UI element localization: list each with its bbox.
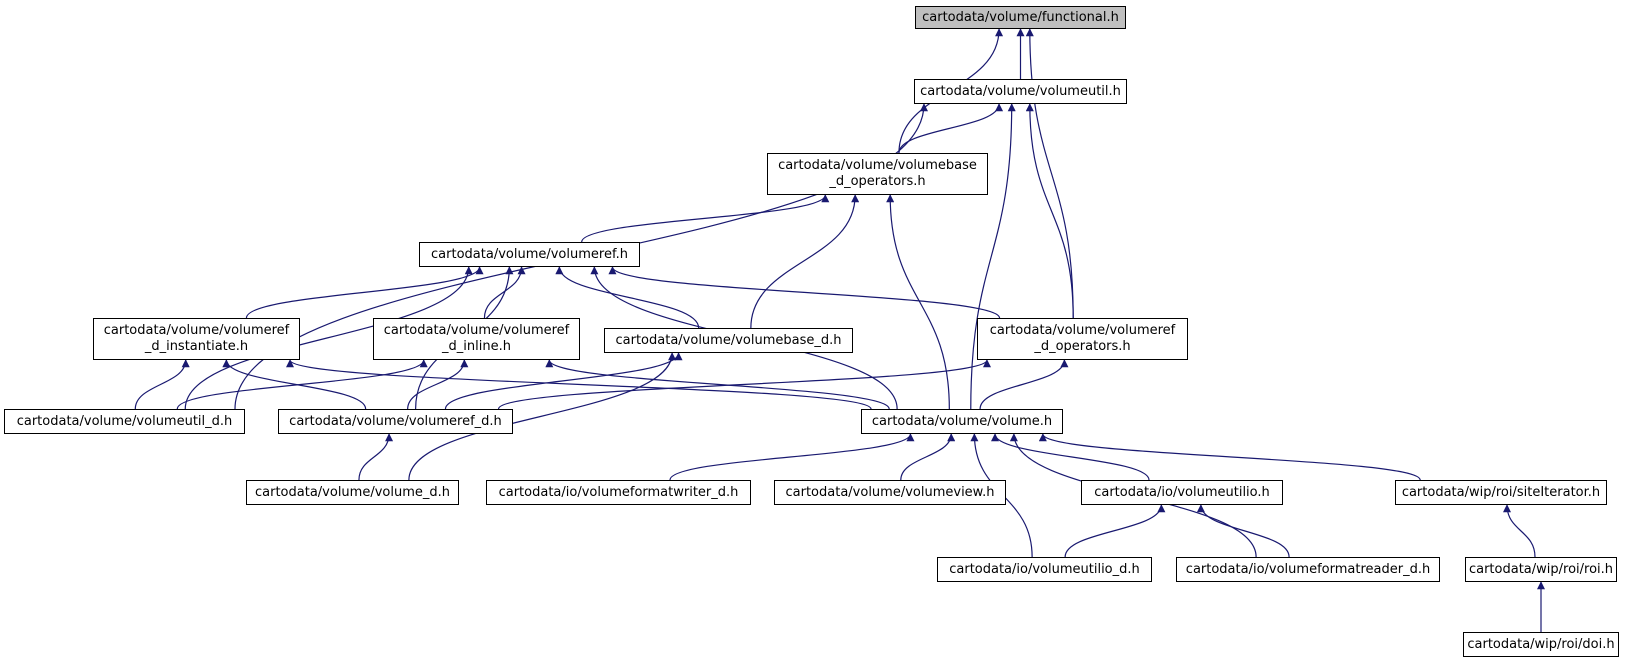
node-volumeref[interactable]: cartodata/volume/volumeref.h [419,242,640,267]
node-label-line: cartodata/io/volumeformatwriter_d.h [498,484,739,500]
edge-volume-d-to-vb-d [408,352,677,481]
edge-volume-to-vb-ops [886,194,950,410]
node-vr-d[interactable]: cartodata/volume/volumeref_d.h [278,409,513,434]
node-label-line: cartodata/io/volumeutilio.h [1094,484,1270,500]
edge-vu-d-to-vr-inline [176,359,428,410]
node-vb-ops[interactable]: cartodata/volume/volumebase_d_operators.… [767,153,988,195]
node-vuio-d[interactable]: cartodata/io/volumeutilio_d.h [937,557,1152,582]
node-label-line: cartodata/volume/volumebase [778,158,977,173]
edge-volume-to-vr-inline [545,359,890,410]
node-label-line: _d_instantiate.h [144,339,249,354]
node-label-line: cartodata/volume/volumeutil_d.h [16,413,233,429]
node-siteiter[interactable]: cartodata/wip/roi/siteIterator.h [1395,480,1607,505]
edge-roi-to-siteiter [1503,504,1536,558]
edge-volume-d-to-vr-d [358,433,394,481]
edge-volumeref-to-vb-ops [581,194,830,243]
node-label-line: cartodata/volume/functional.h [922,9,1119,25]
node-label-line: cartodata/volume/volumeref_d.h [289,413,502,429]
edge-vb-d-to-vb-ops [750,194,860,329]
node-functional[interactable]: cartodata/volume/functional.h [915,6,1126,29]
node-roi[interactable]: cartodata/wip/roi/roi.h [1465,557,1617,582]
node-label-line: cartodata/volume/volumeutil.h [920,83,1121,99]
node-vb-d[interactable]: cartodata/volume/volumebase_d.h [604,328,853,353]
node-volume-d[interactable]: cartodata/volume/volume_d.h [246,480,459,505]
node-label-line: _d_operators.h [1034,339,1131,354]
edge-vr-ops-to-volumeref [608,266,1001,319]
edge-volume-to-volumeutil [970,103,1016,410]
node-label-line: cartodata/volume/volume_d.h [255,484,450,500]
node-volumeutilio[interactable]: cartodata/io/volumeutilio.h [1081,480,1283,505]
node-label-line: _d_inline.h [442,339,511,354]
edge-vfw-d-to-volume [669,433,915,481]
node-label-line: cartodata/io/volumeformatreader_d.h [1185,561,1431,577]
edge-vr-d-to-vb-d [444,352,683,410]
edge-volume-to-vr-inst [286,359,872,410]
node-vu-d[interactable]: cartodata/volume/volumeutil_d.h [4,409,245,434]
edge-vu-d-to-volumeref [184,266,473,410]
edge-vr-ops-to-volumeutil [1025,103,1074,319]
node-label-line: cartodata/io/volumeutilio_d.h [949,561,1140,577]
node-label-line: cartodata/wip/roi/siteIterator.h [1401,484,1601,500]
edge-siteiter-to-volume [1038,433,1421,481]
node-volumeview[interactable]: cartodata/volume/volumeview.h [774,480,1006,505]
edge-vu-d-to-vr-inst [134,359,190,410]
node-label-line: cartodata/volume/volumebase_d.h [615,332,842,348]
edge-vuio-d-to-volumeutilio [1064,504,1166,558]
node-label-line: cartodata/volume/volume.h [871,413,1053,429]
edge-vr-d-to-vr-inline [407,359,469,410]
node-label-line: cartodata/volume/volumeref [383,323,570,338]
edge-volumeview-to-volume [900,433,956,481]
edge-vfr-d-to-volumeutilio [1196,504,1290,558]
node-label-line: cartodata/volume/volumeview.h [785,484,995,500]
node-volumeutil[interactable]: cartodata/volume/volumeutil.h [914,79,1127,104]
node-volume[interactable]: cartodata/volume/volume.h [861,409,1063,434]
edge-vr-inst-to-volumeref [245,266,484,319]
edge-vb-ops-to-volumeutil [898,103,1004,154]
node-label-line: cartodata/volume/volumeref.h [431,246,628,262]
node-doi[interactable]: cartodata/wip/roi/doi.h [1463,632,1619,657]
node-vr-ops[interactable]: cartodata/volume/volumeref_d_operators.h [977,318,1188,360]
node-label-line: cartodata/wip/roi/doi.h [1467,636,1615,652]
edge-vr-inline-to-volumeref [483,266,526,319]
node-label-line: cartodata/volume/volumeref [103,323,290,338]
node-label-line: _d_operators.h [829,174,926,189]
node-vr-inst[interactable]: cartodata/volume/volumeref_d_instantiate… [93,318,300,360]
node-vr-inline[interactable]: cartodata/volume/volumeref_d_inline.h [373,318,580,360]
node-vfr-d[interactable]: cartodata/io/volumeformatreader_d.h [1176,557,1440,582]
edge-vr-d-to-vr-ops [497,359,991,410]
edge-volume-to-vr-ops [979,359,1069,410]
edge-vr-ops-to-functional [1025,28,1074,319]
node-label-line: cartodata/wip/roi/roi.h [1468,561,1614,577]
edge-volumeutilio-to-volume [991,433,1150,481]
node-label-line: cartodata/volume/volumeref [989,323,1176,338]
node-vfw-d[interactable]: cartodata/io/volumeformatwriter_d.h [486,480,751,505]
edge-vb-d-to-volumeref [555,266,700,329]
